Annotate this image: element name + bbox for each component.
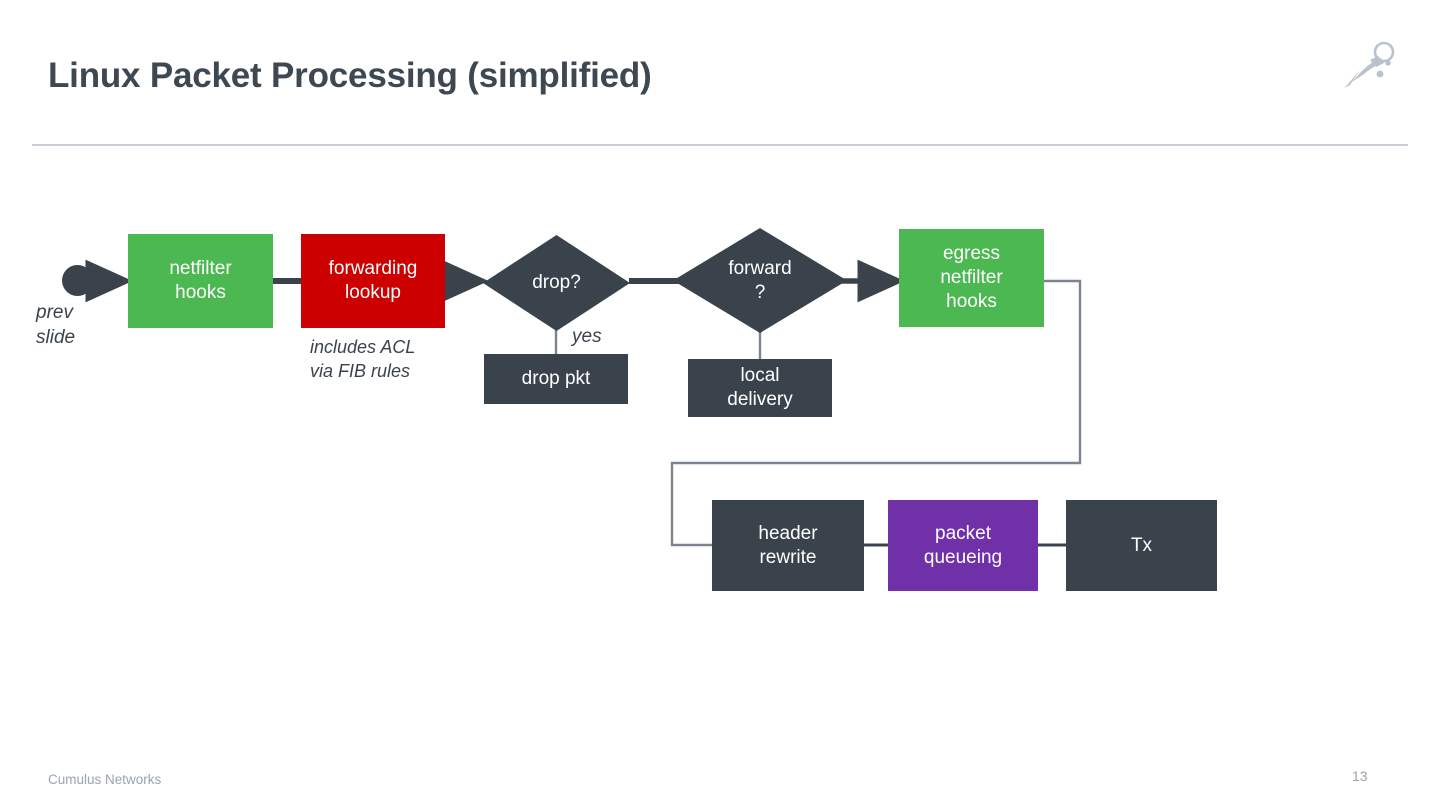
edge-egress-to-headerrewrite (670, 279, 1082, 547)
node-forwarding-lookup[interactable]: forwarding lookup (301, 234, 445, 328)
start-node[interactable] (62, 265, 93, 296)
node-local-delivery[interactable]: local delivery (688, 359, 832, 417)
node-forward-decision[interactable]: forward ? (673, 228, 847, 333)
cumulus-networks-logo (1340, 36, 1402, 92)
page-title: Linux Packet Processing (simplified) (48, 56, 652, 95)
annotation-yes-branch: yes (572, 326, 602, 347)
annotation-includes-acl: includes ACL via FIB rules (310, 337, 416, 381)
node-egress-netfilter-hooks[interactable]: egress netfilter hooks (899, 229, 1044, 327)
node-drop-decision[interactable]: drop? (483, 235, 630, 331)
page-number: 13 (1352, 768, 1368, 784)
node-netfilter-hooks[interactable]: netfilter hooks (128, 234, 273, 328)
node-drop-pkt[interactable]: drop pkt (484, 354, 628, 404)
node-packet-queueing[interactable]: packet queueing (888, 500, 1038, 591)
annotation-prev-slide: prev slide (36, 302, 76, 348)
header-divider (32, 144, 1408, 146)
footer-brand: Cumulus Networks (48, 772, 162, 787)
node-header-rewrite[interactable]: header rewrite (712, 500, 864, 591)
node-tx[interactable]: Tx (1066, 500, 1217, 591)
